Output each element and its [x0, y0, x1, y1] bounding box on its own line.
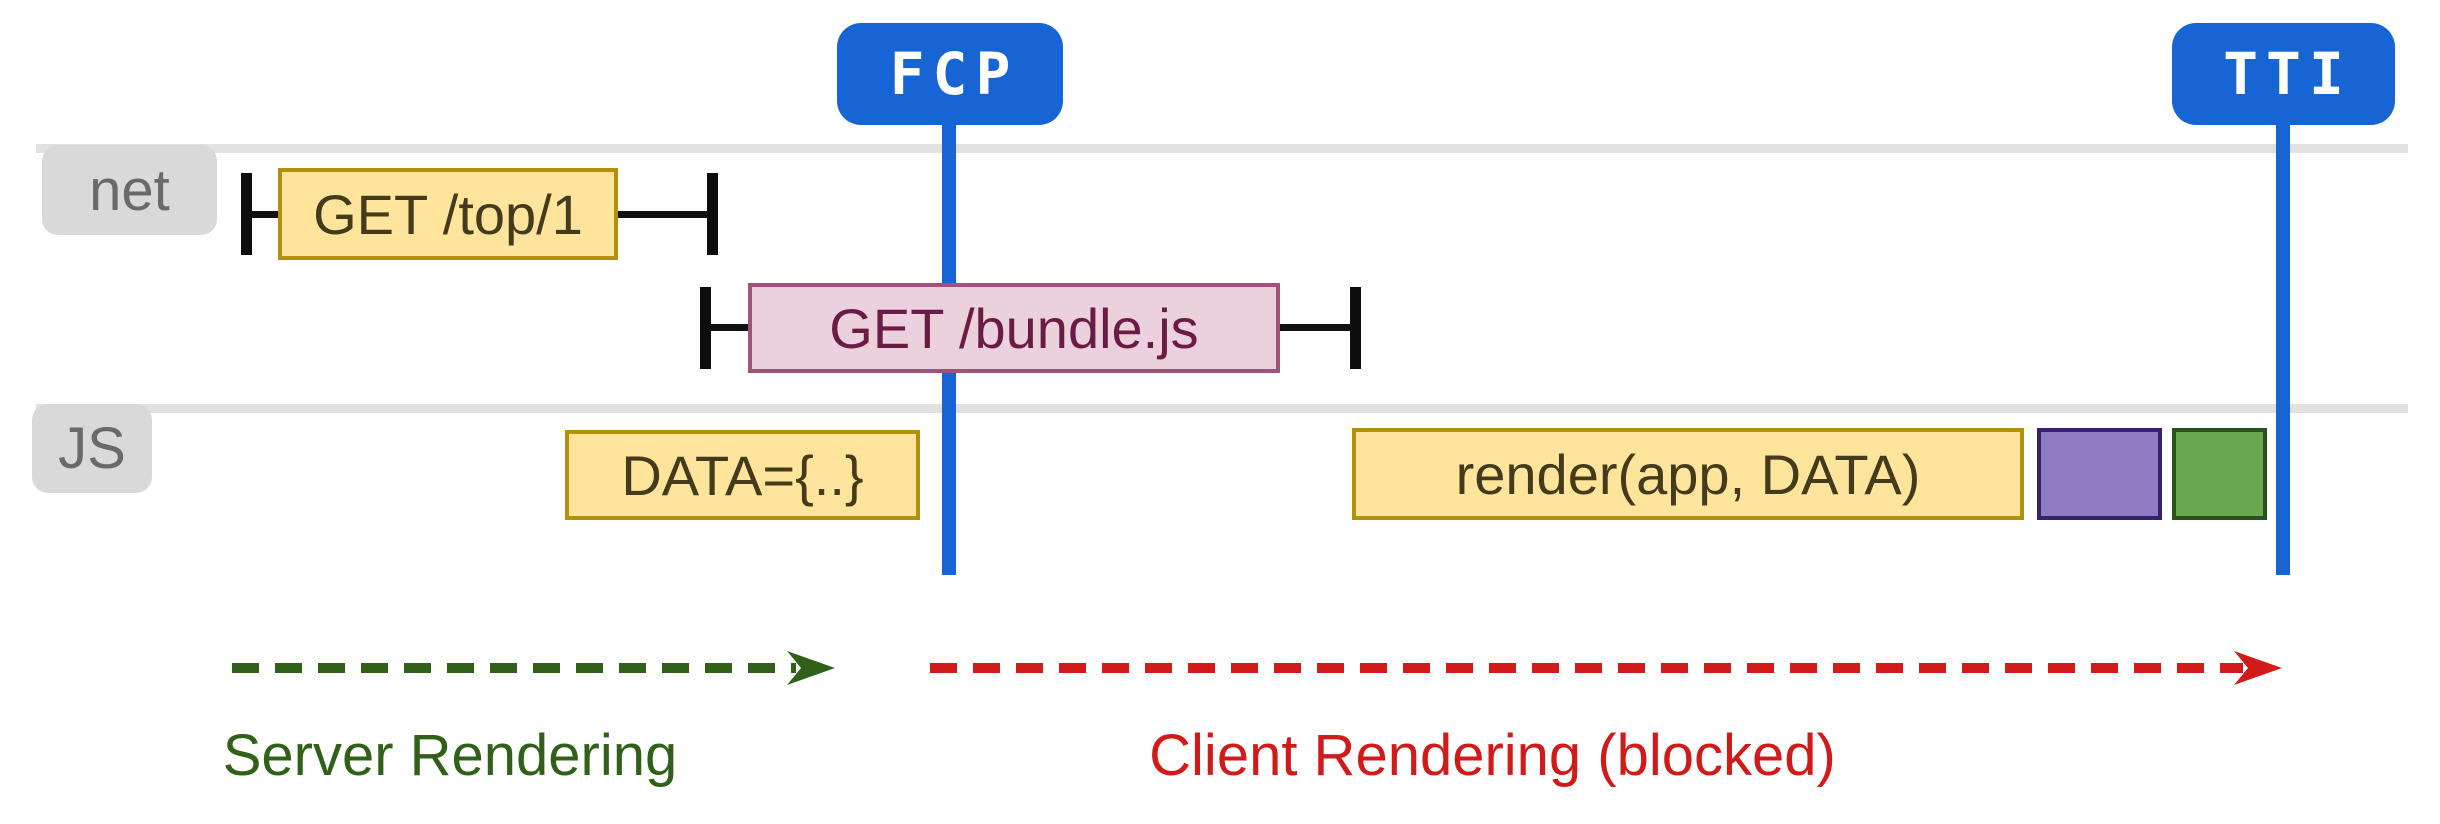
js-lane-label: JS	[32, 404, 152, 493]
net-lane-line	[36, 144, 2408, 153]
client-rendering-label: Client Rendering (blocked)	[1149, 723, 1836, 788]
client-rendering-arrow	[930, 651, 2282, 685]
request-top1-end-connector	[618, 211, 710, 218]
request-top1-box: GET /top/1	[278, 168, 618, 260]
js-task-green-block	[2172, 428, 2267, 520]
net-lane-label: net	[42, 145, 217, 235]
server-rendering-label: Server Rendering	[222, 723, 678, 788]
server-rendering-arrow	[232, 651, 835, 685]
request-bundle-start-connector	[711, 324, 748, 331]
request-bundle-end-whisker	[1350, 287, 1361, 369]
request-bundle-start-whisker	[700, 287, 711, 369]
js-task-purple-block	[2037, 428, 2162, 520]
request-top1-end-whisker	[707, 173, 718, 255]
request-bundle-end-connector	[1280, 324, 1354, 331]
fcp-badge: FCP	[837, 23, 1063, 125]
request-bundle-box: GET /bundle.js	[748, 283, 1280, 373]
request-top1-start-whisker	[241, 173, 252, 255]
js-task-render-box: render(app, DATA)	[1352, 428, 2024, 520]
tti-marker-line	[2276, 120, 2290, 575]
tti-badge: TTI	[2172, 23, 2395, 125]
js-lane-line	[36, 404, 2408, 413]
js-task-data-box: DATA={..}	[565, 430, 920, 520]
request-top1-start-connector	[252, 211, 278, 218]
